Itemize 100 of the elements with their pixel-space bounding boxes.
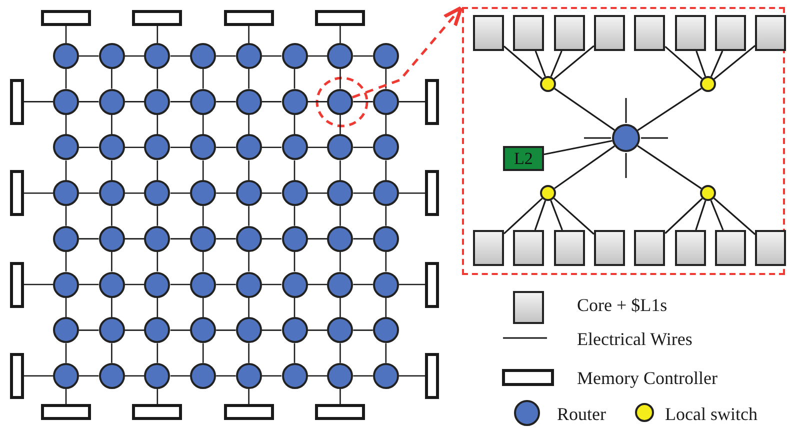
wire xyxy=(124,375,144,377)
memory-controller-block xyxy=(425,352,439,399)
wire xyxy=(544,140,612,156)
wire xyxy=(385,160,387,180)
wire xyxy=(124,101,144,102)
wire xyxy=(170,330,190,331)
core-block xyxy=(634,230,666,266)
core-block xyxy=(674,15,706,51)
wire xyxy=(353,55,373,57)
wire xyxy=(385,252,387,272)
legend-label: Memory Controller xyxy=(577,367,718,390)
wire xyxy=(79,330,99,331)
wire xyxy=(262,284,282,286)
wire xyxy=(111,114,112,134)
wire xyxy=(554,88,615,131)
memory-controller-block xyxy=(315,10,366,26)
wire xyxy=(248,298,250,318)
wire xyxy=(65,26,67,43)
wire xyxy=(262,55,282,57)
memory-controller-block xyxy=(10,352,24,399)
core-block xyxy=(634,15,666,51)
wire xyxy=(308,55,328,57)
memory-controller-block xyxy=(425,170,439,216)
wire xyxy=(170,284,190,286)
wire xyxy=(124,330,144,331)
core-block xyxy=(674,230,706,266)
wire xyxy=(262,375,282,377)
wire xyxy=(503,46,542,80)
wire xyxy=(340,69,341,89)
wire xyxy=(65,343,67,363)
wire xyxy=(124,238,144,240)
wire xyxy=(156,160,158,180)
wire xyxy=(308,330,328,331)
wire xyxy=(156,388,158,404)
wire xyxy=(294,160,296,180)
wire xyxy=(710,200,724,230)
wire xyxy=(24,192,53,194)
wire xyxy=(79,284,99,286)
wire xyxy=(340,252,341,272)
wire xyxy=(385,114,387,134)
memory-controller-block xyxy=(502,369,554,386)
wire xyxy=(111,160,112,180)
wire xyxy=(262,101,282,102)
wire xyxy=(216,238,236,240)
wire xyxy=(216,284,236,286)
wire xyxy=(695,200,706,230)
legend-label: Electrical Wires xyxy=(577,328,692,351)
wire xyxy=(385,69,387,89)
wire xyxy=(353,330,373,331)
wire xyxy=(156,114,158,134)
wire xyxy=(248,69,250,89)
memory-controller-block xyxy=(10,170,24,216)
memory-controller-block xyxy=(10,262,24,308)
memory-controller-block xyxy=(425,78,439,125)
wire xyxy=(308,238,328,240)
wire xyxy=(262,238,282,240)
wire xyxy=(248,26,250,43)
wire xyxy=(398,101,425,102)
memory-controller-block xyxy=(425,262,439,308)
core-block xyxy=(714,230,746,266)
wire xyxy=(216,55,236,57)
wire xyxy=(553,198,594,235)
wire xyxy=(111,206,112,226)
wire xyxy=(664,198,703,234)
wire xyxy=(353,284,373,286)
legend-label: Local switch xyxy=(665,403,758,426)
wire xyxy=(385,206,387,226)
wire xyxy=(156,69,158,89)
wire xyxy=(340,298,341,318)
wire xyxy=(340,114,341,134)
wire xyxy=(248,114,250,134)
memory-controller-block xyxy=(41,404,91,420)
wire xyxy=(124,192,144,194)
zoom-inset-panel xyxy=(462,7,785,275)
core-block xyxy=(554,230,585,266)
wire xyxy=(202,114,204,134)
wire xyxy=(124,55,144,57)
wire xyxy=(216,192,236,194)
wire xyxy=(398,375,425,377)
wire xyxy=(156,206,158,226)
wire xyxy=(79,101,99,102)
wire xyxy=(340,160,341,180)
wire xyxy=(637,88,702,131)
wire xyxy=(248,160,250,180)
core-block xyxy=(714,15,746,51)
wire xyxy=(353,375,373,377)
l2-cache-box: L2 xyxy=(503,146,544,171)
wire xyxy=(550,200,563,230)
core-block xyxy=(554,15,585,51)
core-block xyxy=(513,291,544,324)
core-block xyxy=(594,15,625,51)
wire xyxy=(65,252,67,272)
wire xyxy=(353,192,373,194)
wire xyxy=(111,252,112,272)
memory-controller-block xyxy=(132,404,182,420)
wire xyxy=(65,69,67,89)
wire xyxy=(308,101,328,102)
wire xyxy=(79,375,99,377)
wire xyxy=(294,252,296,272)
wire xyxy=(79,55,99,57)
